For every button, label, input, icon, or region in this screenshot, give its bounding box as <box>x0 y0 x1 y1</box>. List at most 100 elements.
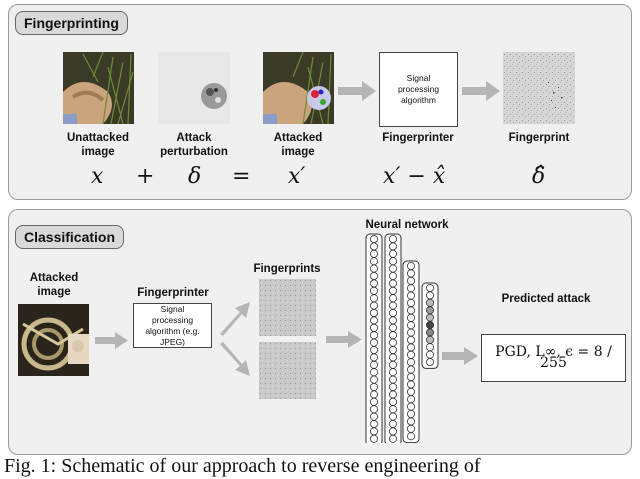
label-fingerprints: Fingerprints <box>253 263 321 275</box>
nn-neuron <box>407 350 416 359</box>
nn-neuron <box>407 306 416 315</box>
fingerprint-image-1 <box>259 279 316 336</box>
nn-neuron <box>388 331 397 340</box>
nn-neuron <box>369 242 378 251</box>
eq-difference: x′ − x̂ <box>383 164 446 189</box>
nn-neuron <box>407 402 416 411</box>
prediction-text: PGD, L∞, ϵ = 8 / 255 <box>495 344 612 371</box>
nn-neuron <box>369 390 378 399</box>
nn-neuron <box>426 328 435 337</box>
attacked-input-image <box>18 304 89 376</box>
nn-neuron <box>426 291 435 300</box>
eq-x: x <box>91 164 104 189</box>
eq-delta-hat: δ̂ <box>532 164 546 189</box>
label-fingerprinter: Fingerprinter <box>382 132 454 144</box>
arrow-right-icon <box>95 332 128 349</box>
nn-neuron <box>388 294 397 303</box>
label-fingerprinter-2: Fingerprinter <box>137 287 209 299</box>
nn-neuron <box>407 269 416 278</box>
nn-neuron <box>369 368 378 377</box>
nn-neuron <box>369 419 378 428</box>
nn-neuron <box>407 284 416 293</box>
nn-neuron <box>407 365 416 374</box>
nn-neuron <box>369 397 378 406</box>
arrow-right-icon <box>442 347 478 365</box>
nn-neuron <box>426 298 435 307</box>
nn-neuron <box>388 346 397 355</box>
nn-neuron <box>426 358 435 367</box>
signal-processing-jpeg-text: Signal processing algorithm (e.g. JPEG) <box>145 303 200 347</box>
nn-neuron <box>388 286 397 295</box>
nn-neuron <box>388 434 397 443</box>
nn-neuron <box>369 323 378 332</box>
nn-neuron <box>369 316 378 325</box>
nn-neuron <box>407 291 416 300</box>
split-arrows-icon <box>220 302 250 376</box>
nn-neuron <box>369 353 378 362</box>
label-unattacked-image: Unattacked image <box>67 132 129 158</box>
nn-neuron <box>407 432 416 441</box>
eq-plus: + <box>136 164 155 189</box>
nn-neuron <box>369 338 378 347</box>
eq-delta: δ <box>188 164 202 189</box>
label-predicted-attack: Predicted attack <box>501 293 591 305</box>
nn-neuron <box>369 375 378 384</box>
signal-processing-box: Signal processing algorithm <box>379 52 458 127</box>
nn-neuron <box>388 360 397 369</box>
nn-neuron <box>369 286 378 295</box>
attacked-image <box>263 52 334 124</box>
label-input-image: Attacked image <box>29 272 79 298</box>
nn-neuron <box>388 249 397 258</box>
signal-processing-box-jpeg: Signal processing algorithm (e.g. JPEG) <box>133 303 212 348</box>
nn-neuron <box>369 272 378 281</box>
nn-neuron <box>388 368 397 377</box>
nn-neuron <box>369 235 378 243</box>
nn-neuron <box>426 321 435 330</box>
nn-neuron <box>426 284 435 293</box>
nn-neuron <box>369 249 378 258</box>
nn-neuron <box>369 382 378 391</box>
nn-neuron <box>388 427 397 436</box>
nn-neuron <box>407 336 416 345</box>
nn-neuron <box>388 323 397 332</box>
fingerprinting-title: Fingerprinting <box>15 11 128 35</box>
nn-neuron <box>369 405 378 414</box>
nn-neuron <box>407 358 416 367</box>
nn-neuron <box>369 279 378 288</box>
nn-neuron <box>388 405 397 414</box>
nn-neuron <box>407 299 416 308</box>
signal-processing-text: Signal processing algorithm <box>397 73 440 105</box>
label-neural-network: Neural network <box>365 219 449 231</box>
nn-neuron <box>407 424 416 433</box>
nn-neuron <box>407 321 416 330</box>
nn-neuron <box>388 242 397 251</box>
classification-title: Classification <box>15 225 125 249</box>
nn-neuron <box>426 313 435 322</box>
nn-neuron <box>388 264 397 273</box>
arrow-right-icon <box>338 81 376 101</box>
nn-neuron <box>388 338 397 347</box>
perturbation-image <box>158 52 230 124</box>
nn-neuron <box>388 316 397 325</box>
nn-neuron <box>388 235 397 243</box>
nn-neuron <box>369 434 378 443</box>
fingerprint-image <box>503 52 575 124</box>
nn-neuron <box>407 343 416 352</box>
nn-neuron <box>369 360 378 369</box>
nn-neuron <box>388 272 397 281</box>
nn-neuron <box>407 313 416 322</box>
nn-neuron <box>407 409 416 418</box>
fingerprint-image-2 <box>259 342 316 399</box>
nn-neuron <box>388 309 397 318</box>
nn-neuron <box>369 264 378 273</box>
nn-neuron <box>369 257 378 266</box>
nn-neuron <box>407 276 416 285</box>
nn-neuron <box>407 380 416 389</box>
figure-caption: Fig. 1: Schematic of our approach to rev… <box>4 455 481 477</box>
nn-neuron <box>388 301 397 310</box>
nn-neuron <box>407 328 416 337</box>
nn-neuron <box>407 417 416 426</box>
nn-neuron <box>369 412 378 421</box>
nn-neuron <box>388 397 397 406</box>
nn-neuron <box>369 294 378 303</box>
